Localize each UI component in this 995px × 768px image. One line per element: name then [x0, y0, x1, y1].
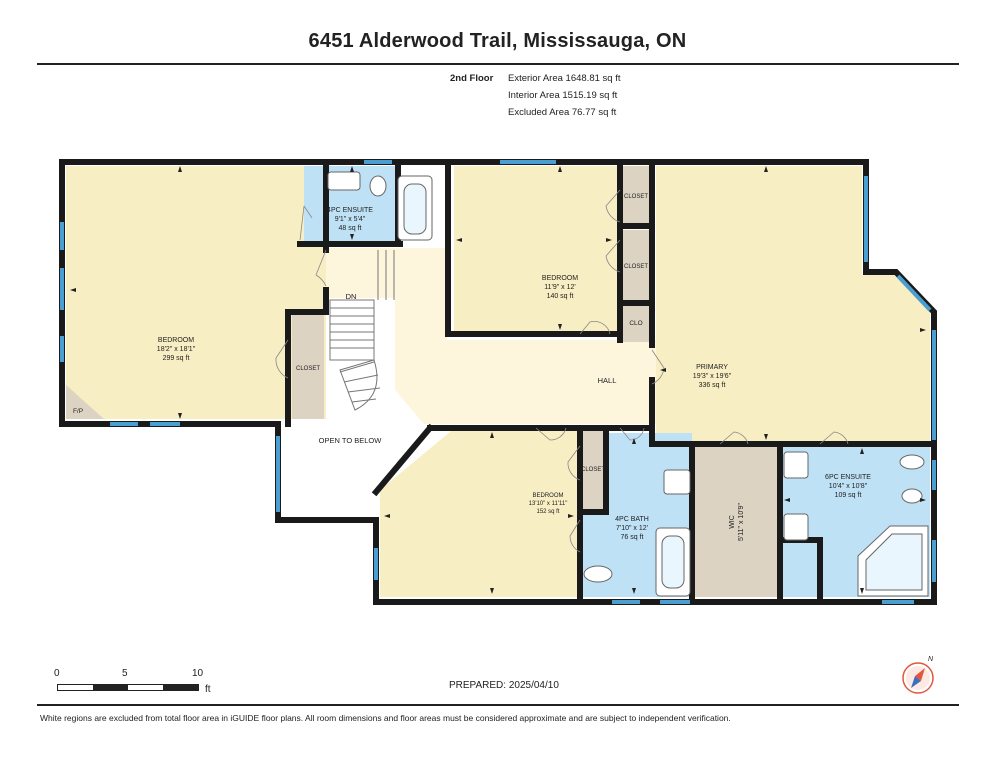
closet-label-2: CLOSET — [624, 264, 648, 270]
hall-label: HALL — [598, 376, 617, 385]
closet-fill-bedroom3 — [580, 428, 606, 510]
ensuite4pc-sink — [327, 171, 361, 191]
bath4pc-toilet — [583, 565, 613, 583]
footer-divider — [37, 704, 959, 706]
compass-icon: N — [902, 656, 934, 694]
bedroom3-area: 152 sq ft — [536, 509, 559, 515]
windows — [60, 160, 936, 604]
bedroom3-dims: 13'10" x 11'11" — [529, 501, 568, 507]
staircase — [329, 250, 395, 411]
fireplace-fill — [66, 385, 104, 419]
clo-fill — [622, 306, 652, 342]
ensuite4pc-name: 4PC ENSUITE — [327, 207, 373, 214]
bedroom1-fill — [66, 166, 326, 419]
stair-dn-label: DN — [346, 292, 357, 301]
bath4pc-dims: 7'10" x 12' — [616, 525, 648, 532]
title-divider — [37, 63, 959, 65]
ensuite4pc-toilet — [369, 175, 387, 197]
interior-area: Interior Area 1515.19 sq ft — [508, 90, 618, 101]
primary-area: 336 sq ft — [699, 382, 726, 389]
excluded-area: Excluded Area 76.77 sq ft — [508, 107, 617, 118]
ensuite6pc-sink-2 — [783, 513, 809, 541]
ensuite6pc-area: 109 sq ft — [835, 492, 862, 499]
scale-label-10: 10 — [192, 668, 204, 679]
bedroom1-area: 299 sq ft — [163, 355, 190, 362]
disclaimer-text: White regions are excluded from total fl… — [40, 713, 731, 723]
bedroom2-area: 140 sq ft — [547, 293, 574, 300]
wic-dims: 5'11" x 10'9" — [738, 503, 745, 541]
closet-label-bedroom1: CLOSET — [296, 366, 320, 372]
ensuite6pc-toilet — [899, 454, 925, 470]
scale-unit: ft — [205, 684, 211, 695]
floor-label: 2nd Floor — [450, 73, 494, 84]
bedroom2-name: BEDROOM — [542, 275, 578, 282]
hall-fill — [326, 248, 656, 424]
wic-name: WIC — [729, 515, 736, 529]
prepared-date: PREPARED: 2025/04/10 — [449, 680, 559, 691]
closet-label-1: CLOSET — [624, 194, 648, 200]
closet-fill-2 — [622, 230, 652, 300]
scale-graphic — [57, 684, 199, 691]
primary-dims: 19'3" x 19'6" — [693, 373, 732, 380]
door-swings — [275, 189, 849, 553]
ensuite6pc-bidet — [901, 488, 923, 504]
fireplace-label: F/P — [73, 408, 83, 415]
bath4pc-sink — [663, 469, 691, 495]
bedroom2-dims: 11'9" x 12' — [544, 284, 576, 291]
closet-label-bedroom3: CLOSET — [581, 467, 605, 473]
ensuite6pc-name: 6PC ENSUITE — [825, 474, 871, 481]
primary-fill — [656, 166, 930, 442]
bedroom3-fill — [380, 427, 580, 597]
closet-fill-bedroom1 — [292, 314, 324, 419]
fixtures — [327, 171, 929, 597]
closet-fill-1 — [622, 166, 652, 224]
ensuite4pc-dims: 9'1" x 5'4" — [335, 216, 366, 223]
bedroom3-name: BEDROOM — [532, 493, 563, 499]
bath4pc-area: 76 sq ft — [621, 534, 644, 541]
bath4pc-name: 4PC BATH — [615, 516, 649, 523]
bedroom1-name: BEDROOM — [158, 337, 194, 344]
page-title: 6451 Alderwood Trail, Mississauga, ON — [308, 30, 687, 52]
ensuite6pc-dims: 10'4" x 10'8" — [829, 483, 868, 490]
primary-name: PRIMARY — [696, 364, 728, 371]
exterior-area: Exterior Area 1648.81 sq ft — [508, 73, 621, 84]
bedroom2-fill — [454, 166, 620, 332]
dimension-markers — [70, 166, 926, 594]
scale-label-5: 5 — [122, 668, 128, 679]
scale-label-0: 0 — [54, 668, 60, 679]
wic-fill — [694, 444, 780, 597]
clo-label: CLO — [629, 320, 642, 327]
open-to-below-label: OPEN TO BELOW — [319, 436, 383, 445]
bedroom1-dims: 18'2" x 18'1" — [157, 346, 196, 353]
compass-north-label: N — [928, 656, 934, 663]
ensuite6pc-sink-1 — [783, 451, 809, 479]
room-labels: BEDROOM 18'2" x 18'1" 299 sq ft 4PC ENSU… — [73, 194, 871, 541]
ensuite4pc-area: 48 sq ft — [339, 225, 362, 232]
